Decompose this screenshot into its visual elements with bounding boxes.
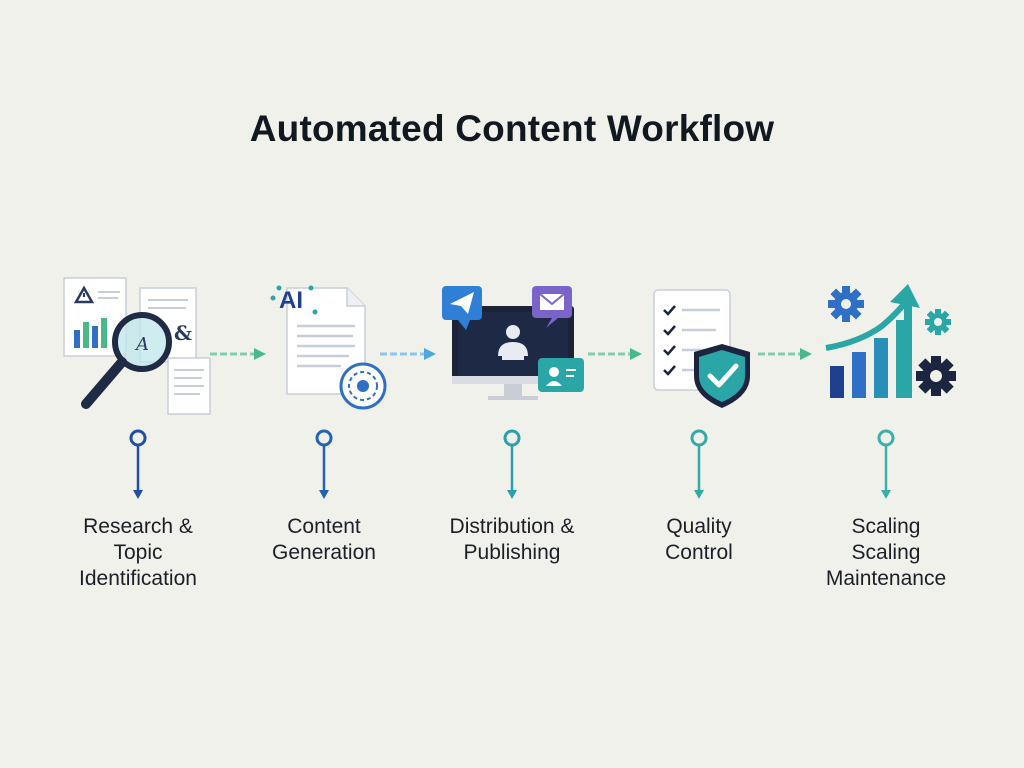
monitor-publishing-icon <box>442 282 592 408</box>
flow-arrow-4 <box>758 348 812 360</box>
step-label-line: Generation <box>272 541 376 564</box>
flow-arrow-2 <box>380 348 436 360</box>
timeline-node-3 <box>503 429 521 499</box>
step-label-line: Scaling <box>851 515 921 538</box>
step-label-line: Maintenance <box>825 567 947 590</box>
step-label-line: Publishing <box>463 541 561 564</box>
step-label-line: Quality <box>666 515 732 538</box>
step-label-quality: Quality Control <box>604 514 794 566</box>
svg-text:A: A <box>134 334 149 355</box>
flow-arrow-1 <box>210 348 266 360</box>
growth-chart-gears-icon <box>820 282 970 406</box>
timeline-node-5 <box>877 429 895 499</box>
step-label-line: Control <box>665 541 733 564</box>
timeline-node-1 <box>129 429 147 499</box>
diagram-title: Automated Content Workflow <box>249 108 775 149</box>
step-label-distribution: Distribution & Publishing <box>417 514 607 566</box>
step-label-line: Research & <box>83 515 193 538</box>
step-label-scaling: Scaling Scaling Maintenance <box>791 514 981 592</box>
magnifier-documents-icon: & A <box>62 270 222 420</box>
step-label-line: Distribution & <box>449 515 575 538</box>
step-label-research: Research & Topic Identification <box>43 514 233 592</box>
step-label-generation: Content Generation <box>229 514 419 566</box>
flow-arrow-3 <box>588 348 642 360</box>
timeline-node-4 <box>690 429 708 499</box>
ai-label: AI <box>279 287 303 314</box>
step-label-line: Identification <box>79 567 197 590</box>
svg-text:&: & <box>174 321 192 345</box>
ai-document-icon: AI <box>265 276 395 416</box>
step-label-line: Scaling <box>851 541 921 564</box>
timeline <box>129 429 895 499</box>
step-label-line: Topic <box>113 541 163 564</box>
timeline-node-2 <box>315 429 333 499</box>
checklist-shield-icon <box>650 286 760 410</box>
step-label-line: Content <box>287 515 361 538</box>
